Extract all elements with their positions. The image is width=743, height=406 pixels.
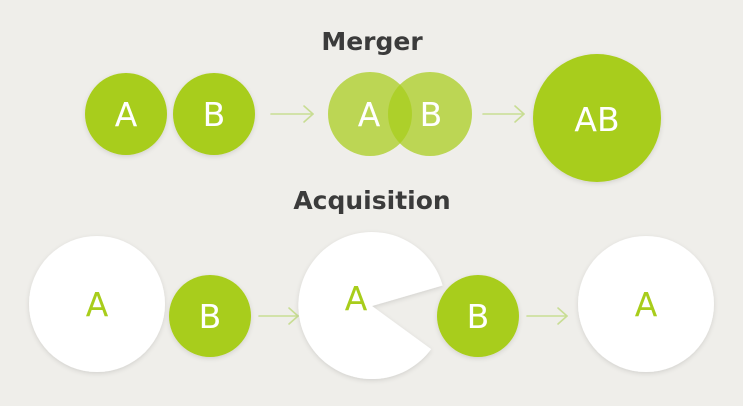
- target-being-absorbed-label: B: [467, 297, 490, 336]
- arrow-right-icon: [270, 105, 314, 123]
- arrow-right-icon: [482, 105, 525, 123]
- merger-circle-b: [173, 73, 255, 155]
- acquirer-result-circle: [578, 236, 714, 372]
- target-circle-b: [169, 275, 251, 357]
- merger-stage-2: A B: [328, 72, 472, 156]
- merger-overlap-circle-a: [328, 72, 412, 156]
- acquisition-stage-2: A B: [298, 232, 519, 380]
- acquirer-pacman-shape: [298, 232, 443, 380]
- acquisition-stage-1: A B: [29, 236, 251, 372]
- acquirer-label-a: A: [86, 285, 109, 324]
- merger-title: Merger: [321, 27, 423, 56]
- acquisition-stage-3: A: [578, 236, 714, 372]
- arrow-right-icon: [258, 307, 299, 325]
- merger-overlap-label-b: B: [420, 95, 443, 134]
- merger-combined-label: AB: [574, 100, 619, 139]
- arrow-right-icon: [526, 307, 568, 325]
- acquirer-pacman-label: A: [345, 279, 368, 318]
- merger-circle-a: [85, 73, 167, 155]
- merger-label-b: B: [203, 95, 226, 134]
- target-label-b: B: [199, 297, 222, 336]
- merger-stage-3: AB: [533, 54, 661, 182]
- target-being-absorbed-circle: [437, 275, 519, 357]
- acquirer-circle-a: [29, 236, 165, 372]
- merger-stage-1: A B: [85, 73, 255, 155]
- merger-label-a: A: [115, 95, 138, 134]
- merger-overlap-circle-b: [388, 72, 472, 156]
- merger-combined-circle: [533, 54, 661, 182]
- acquisition-title: Acquisition: [293, 186, 450, 215]
- acquirer-result-label: A: [635, 285, 658, 324]
- merger-overlap-label-a: A: [358, 95, 381, 134]
